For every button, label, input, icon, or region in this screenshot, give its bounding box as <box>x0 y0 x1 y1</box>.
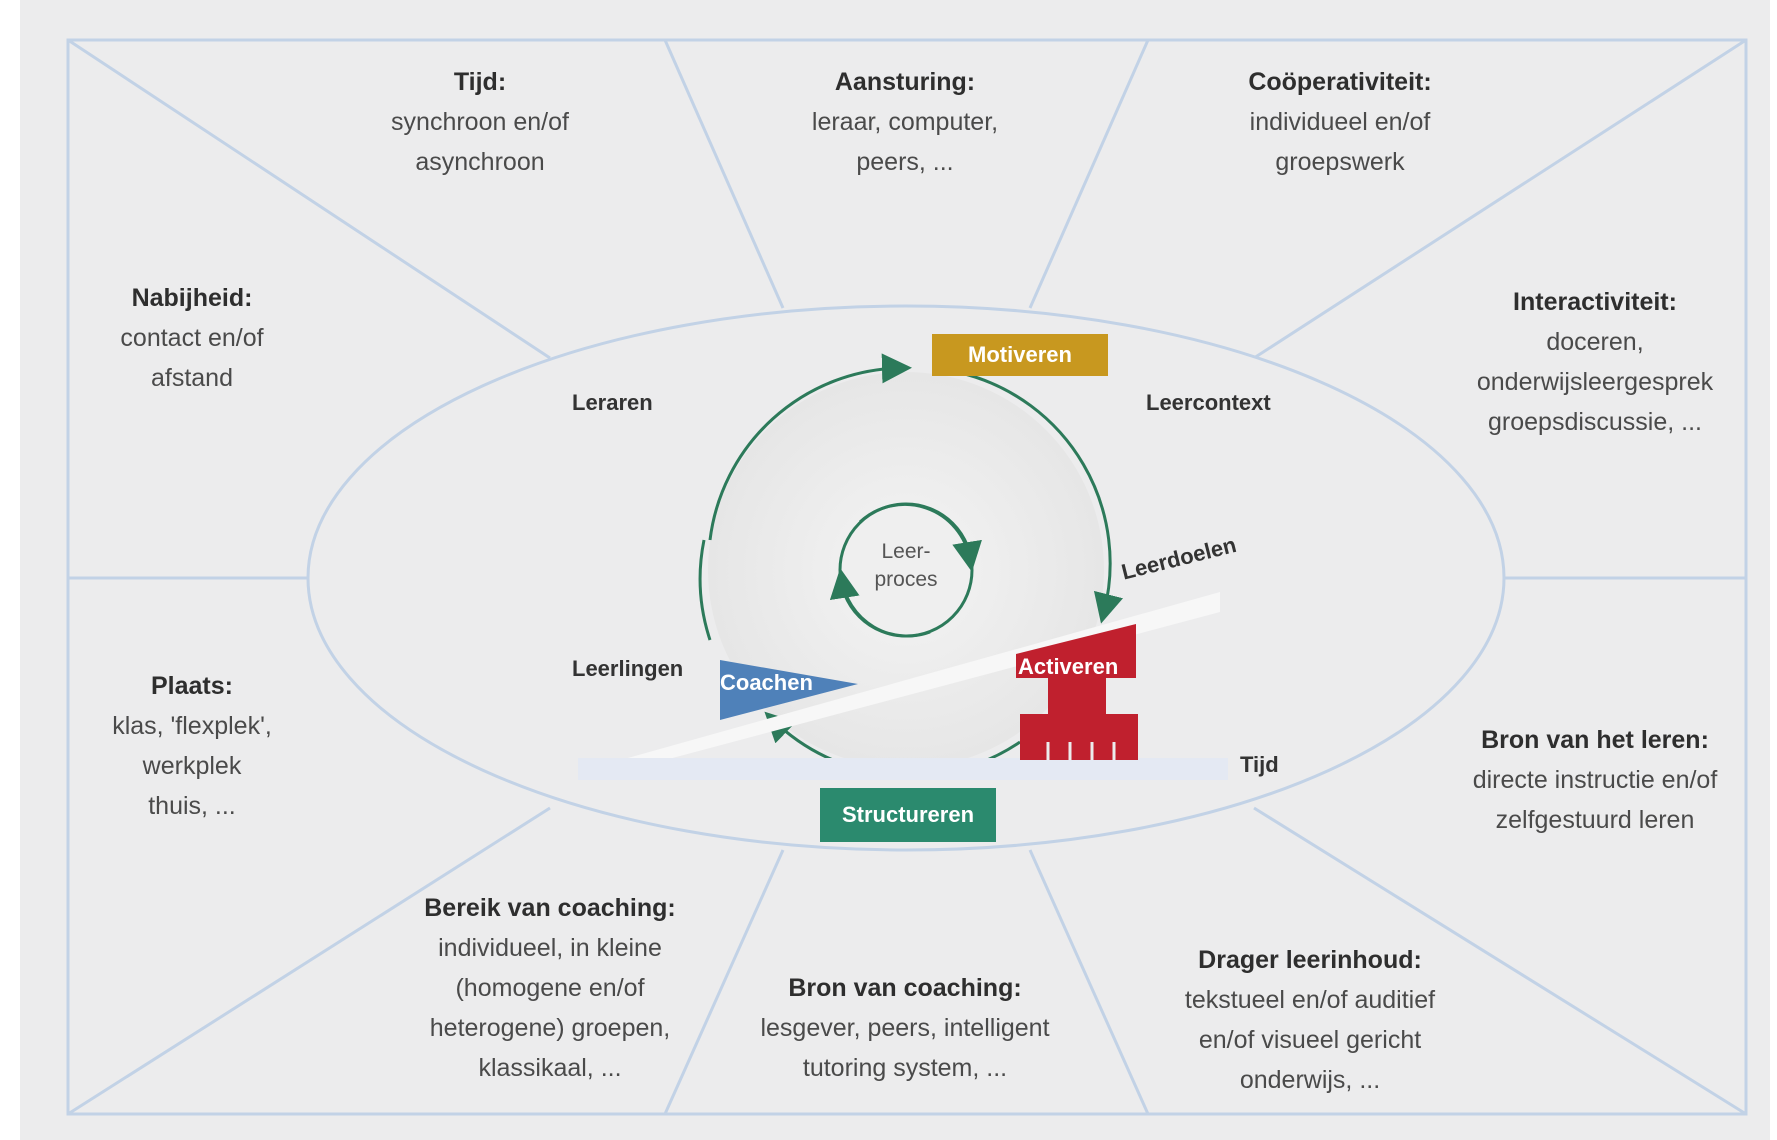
leercontext-label: Leercontext <box>1146 390 1271 415</box>
interactiviteit-block: Interactiviteit: doceren, onderwijsleerg… <box>1450 282 1740 442</box>
cooperativiteit-body: individueel en/of groepswerk <box>1249 108 1431 176</box>
leerproces-line1: Leer- <box>881 540 931 563</box>
tijd-axis-label: Tijd <box>1240 752 1279 777</box>
activeren-shape <box>1016 624 1138 760</box>
leraren-label: Leraren <box>572 390 653 415</box>
plaats-title: Plaats: <box>151 672 233 700</box>
tijd-body: synchroon en/of asynchroon <box>391 108 569 176</box>
leerproces-label: Leer- proces <box>856 538 956 594</box>
drager-leerinhoud-body: tekstueel en/of auditief en/of visueel g… <box>1184 986 1436 1094</box>
leerdoelen-wedge <box>578 592 1220 772</box>
nabijheid-body: contact en/of afstand <box>120 324 264 392</box>
bereik-coaching-body: individueel, in kleine (homogene en/of h… <box>429 934 671 1082</box>
aansturing-body: leraar, computer, peers, ... <box>811 108 999 176</box>
structureren-label: Structureren <box>841 802 975 827</box>
aansturing-title: Aansturing: <box>834 68 976 96</box>
sector-lines <box>66 38 1748 1116</box>
nabijheid-title: Nabijheid: <box>131 284 253 312</box>
tijd-bar <box>578 758 1228 780</box>
motiveren-box <box>932 334 1108 376</box>
motiveren-label: Motiveren <box>968 342 1072 367</box>
tijd-block: Tijd: synchroon en/of asynchroon <box>340 62 620 182</box>
bereik-coaching-block: Bereik van coaching: individueel, in kle… <box>400 888 700 1088</box>
cooperativiteit-title: Coöperativiteit: <box>1248 68 1432 96</box>
activeren-label: Activeren <box>1018 654 1119 679</box>
leerproces-line2: proces <box>874 568 938 591</box>
bron-leren-title: Bron van het leren: <box>1481 726 1709 754</box>
bron-coaching-block: Bron van coaching: lesgever, peers, inte… <box>735 968 1075 1088</box>
cooperativiteit-block: Coöperativiteit: individueel en/of groep… <box>1200 62 1480 182</box>
coachen-triangle <box>720 660 858 720</box>
bron-coaching-title: Bron van coaching: <box>788 974 1022 1002</box>
coachen-label: Coachen <box>720 670 813 695</box>
bereik-coaching-title: Bereik van coaching: <box>424 894 676 922</box>
bron-leren-block: Bron van het leren: directe instructie e… <box>1440 720 1750 840</box>
nabijheid-block: Nabijheid: contact en/of afstand <box>82 278 302 398</box>
drager-leerinhoud-title: Drager leerinhoud: <box>1198 946 1422 974</box>
plaats-block: Plaats: klas, 'flexplek', werkplek thuis… <box>82 666 302 826</box>
activeren-steps <box>1046 742 1116 760</box>
bron-coaching-body: lesgever, peers, intelligent tutoring sy… <box>760 1014 1050 1082</box>
structureren-box <box>820 788 996 842</box>
leerproces-cycle <box>829 502 982 638</box>
tijd-title: Tijd: <box>453 68 507 96</box>
bron-leren-body: directe instructie en/of zelfgestuurd le… <box>1472 766 1718 834</box>
drager-leerinhoud-block: Drager leerinhoud: tekstueel en/of audit… <box>1155 940 1465 1100</box>
plaats-body: klas, 'flexplek', werkplek thuis, ... <box>112 712 272 820</box>
interactiviteit-body: doceren, onderwijsleergesprek groepsdisc… <box>1476 328 1714 436</box>
interactiviteit-title: Interactiviteit: <box>1513 288 1677 316</box>
leerlingen-label: Leerlingen <box>572 656 684 681</box>
aansturing-block: Aansturing: leraar, computer, peers, ... <box>765 62 1045 182</box>
